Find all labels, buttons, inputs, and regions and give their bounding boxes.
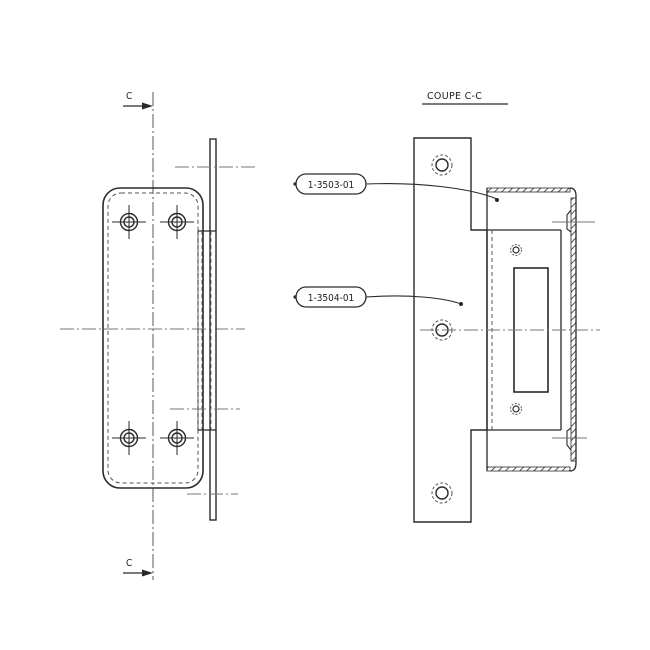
section-view: COUPE C-C [413, 91, 600, 523]
svg-text:1-3504-01: 1-3504-01 [308, 293, 355, 304]
svg-text:C: C [126, 558, 132, 569]
hidden-edge [107, 192, 199, 484]
callout-1-3503-01: 1-3503-01 [293, 173, 499, 202]
small-hole-icon [509, 402, 523, 416]
small-hole-icon [509, 243, 523, 257]
svg-text:1-3503-01: 1-3503-01 [308, 180, 355, 191]
front-view: C C [60, 91, 245, 580]
strike-plate-outline [102, 187, 204, 489]
section-marker-top: C [123, 91, 153, 110]
callout-1-3504-01: 1-3504-01 [293, 286, 463, 308]
screw-hole-icon [431, 482, 453, 504]
section-title: COUPE C-C [427, 91, 482, 102]
svg-text:C: C [126, 91, 132, 102]
section-marker-bottom: C [123, 558, 153, 577]
screw-hole-icon [431, 154, 453, 176]
bolt-hole-icon [111, 204, 147, 240]
bolt-hole-icon [159, 420, 195, 456]
bolt-hole-icon [159, 204, 195, 240]
bolt-hole-icon [111, 420, 147, 456]
side-view [170, 138, 258, 521]
